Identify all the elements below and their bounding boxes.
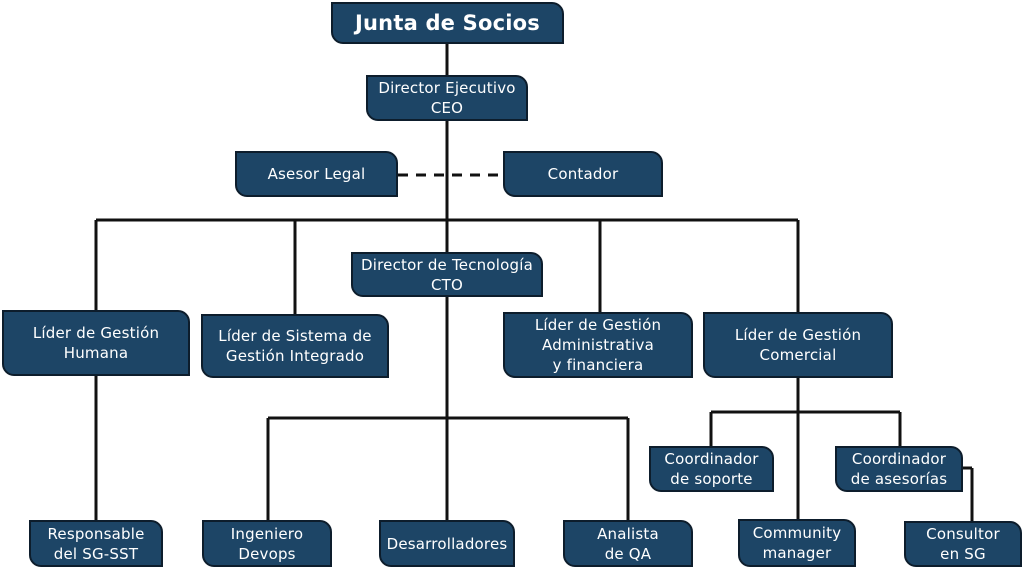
node-lider-gestion-administrativa: Líder de Gestión Administrativa y financ… (503, 312, 693, 378)
node-desarrolladores: Desarrolladores (379, 520, 515, 567)
node-director-ejecutivo: Director Ejecutivo CEO (366, 75, 528, 121)
node-director-tecnologia: Director de Tecnología CTO (351, 252, 543, 297)
node-asesor-legal: Asesor Legal (235, 151, 398, 197)
node-contador: Contador (503, 151, 663, 197)
node-analista-qa: Analista de QA (563, 520, 693, 567)
node-junta-de-socios: Junta de Socios (331, 2, 564, 44)
node-ingeniero-devops: Ingeniero Devops (202, 520, 332, 567)
node-coordinador-soporte: Coordinador de soporte (649, 446, 774, 492)
node-coordinador-asesorias: Coordinador de asesorías (835, 446, 963, 492)
node-lider-gestion-comercial: Líder de Gestión Comercial (703, 312, 893, 378)
node-responsable-sg-sst: Responsable del SG-SST (29, 520, 163, 567)
node-community-manager: Community manager (738, 519, 856, 567)
node-lider-gestion-humana: Líder de Gestión Humana (2, 310, 190, 376)
node-consultor-sg: Consultor en SG (904, 521, 1022, 567)
node-lider-sistema-gestion-integrado: Líder de Sistema de Gestión Integrado (201, 314, 389, 378)
